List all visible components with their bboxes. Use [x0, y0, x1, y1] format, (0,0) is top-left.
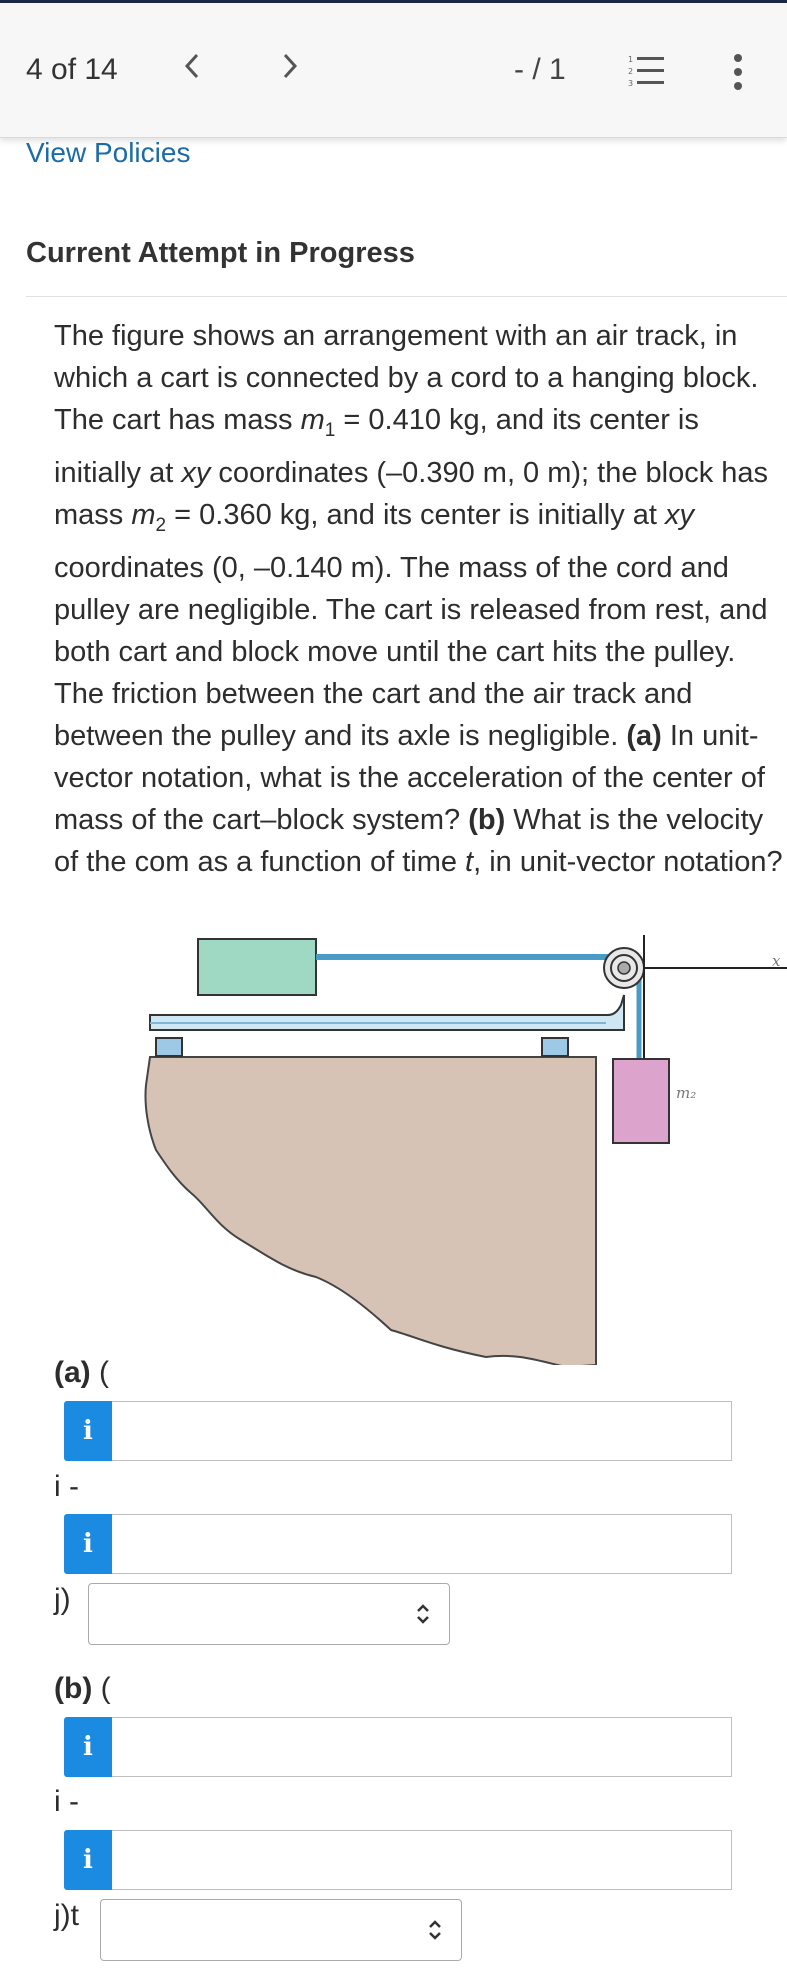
- pulley-axle: [617, 961, 631, 975]
- label-m2: m₂: [676, 1084, 696, 1102]
- i-unit-label-a: i -: [54, 1470, 79, 1503]
- info-button-b-j[interactable]: i: [64, 1830, 112, 1890]
- top-border: [0, 0, 787, 3]
- jt-unit-label-b: j)t: [54, 1899, 79, 1932]
- j-unit-label-a: j): [54, 1583, 71, 1616]
- table-ground: [144, 1056, 597, 1365]
- numbered-list-icon: 1 2 3: [628, 55, 664, 88]
- chevron-up-down-icon: [417, 1604, 429, 1624]
- track-foot-left: [155, 1037, 183, 1057]
- question-text: The figure shows an arrangement with an …: [54, 320, 783, 878]
- previous-question-button[interactable]: [182, 51, 202, 86]
- svg-text:1: 1: [628, 55, 633, 64]
- info-icon: i: [83, 1845, 93, 1875]
- pulley-ring: [610, 954, 638, 982]
- divider: [26, 296, 787, 297]
- answer-a-i-input[interactable]: [112, 1401, 732, 1461]
- part-b-label: (b) (: [54, 1672, 111, 1705]
- question-list-button[interactable]: 1 2 3: [626, 53, 666, 89]
- svg-text:3: 3: [628, 79, 633, 88]
- track-foot-right: [541, 1037, 569, 1057]
- question-counter: 4 of 14: [26, 53, 118, 86]
- label-m1: m₁: [248, 935, 268, 937]
- block-m2: [612, 1058, 670, 1144]
- info-button-b-i[interactable]: i: [64, 1717, 112, 1777]
- label-x: x: [772, 952, 781, 970]
- air-track-figure: m₁ x y m₂: [144, 935, 787, 1365]
- more-vertical-icon: [734, 54, 742, 90]
- units-select-a[interactable]: [88, 1583, 450, 1645]
- chevron-left-icon: [184, 53, 199, 79]
- top-toolbar: 4 of 14 - / 1 1 2 3: [0, 3, 787, 138]
- answer-b-i-input[interactable]: [112, 1717, 732, 1777]
- svg-text:2: 2: [628, 67, 633, 76]
- units-select-b[interactable]: [100, 1899, 462, 1961]
- part-a-label: (a) (: [54, 1356, 109, 1389]
- next-question-button[interactable]: [280, 51, 300, 86]
- info-icon: i: [83, 1732, 93, 1762]
- question-score: - / 1: [514, 53, 566, 86]
- attempt-status-heading: Current Attempt in Progress: [26, 237, 415, 269]
- chevron-right-icon: [283, 53, 298, 79]
- info-button-a-i[interactable]: i: [64, 1401, 112, 1461]
- i-unit-label-b: i -: [54, 1785, 79, 1818]
- answer-a-j-input[interactable]: [112, 1514, 732, 1574]
- info-icon: i: [83, 1529, 93, 1559]
- air-track: [149, 994, 625, 1031]
- chevron-up-down-icon: [429, 1920, 441, 1940]
- view-policies-link[interactable]: View Policies: [26, 137, 191, 168]
- more-menu-button[interactable]: [726, 53, 750, 91]
- info-button-a-j[interactable]: i: [64, 1514, 112, 1574]
- info-icon: i: [83, 1416, 93, 1446]
- answer-b-j-input[interactable]: [112, 1830, 732, 1890]
- cart-m1: [197, 938, 317, 996]
